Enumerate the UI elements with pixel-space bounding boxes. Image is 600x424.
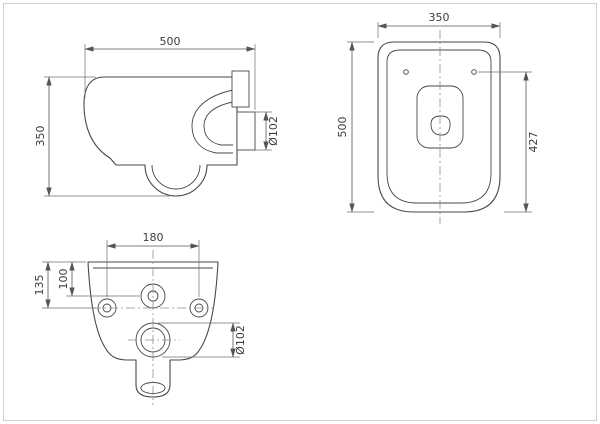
plan-view-hinge-hole-right bbox=[471, 69, 477, 75]
plan-view-water-spot bbox=[430, 115, 451, 136]
dim-label-rear-hole-spacing: 180 bbox=[143, 231, 164, 244]
rear-view: 180 135 100 Ø102 bbox=[33, 231, 247, 405]
plan-view-inner-rim bbox=[386, 49, 492, 204]
dim-label-plan-hinge-front: 427 bbox=[527, 132, 540, 153]
dim-rear-hole-spacing: 180 bbox=[106, 231, 200, 297]
side-view-flush-channel-outer bbox=[191, 89, 234, 154]
dim-label-rear-outlet: Ø102 bbox=[234, 325, 247, 355]
plan-view: 350 500 427 bbox=[336, 11, 540, 224]
side-view: 500 350 Ø102 bbox=[34, 35, 280, 197]
dim-rear-fixing-height: 135 bbox=[33, 261, 96, 309]
dim-label-side-height: 350 bbox=[34, 126, 47, 147]
dim-side-depth: 500 bbox=[84, 35, 256, 110]
plan-view-hinge-hole-left bbox=[403, 69, 409, 75]
dim-plan-width: 350 bbox=[377, 11, 501, 38]
page-border bbox=[3, 3, 597, 421]
dim-side-outlet-diameter: Ø102 bbox=[255, 111, 280, 151]
dim-label-plan-length: 500 bbox=[336, 117, 349, 138]
side-view-flush-channel-inner bbox=[203, 101, 234, 146]
dim-label-plan-width: 350 bbox=[429, 11, 450, 24]
dim-plan-hinge-front: 427 bbox=[478, 71, 540, 213]
dim-rear-inlet-height: 100 bbox=[57, 261, 140, 297]
dim-label-side-depth: 500 bbox=[160, 35, 181, 48]
dim-label-side-outlet: Ø102 bbox=[267, 116, 280, 146]
dim-rear-outlet-diameter: Ø102 bbox=[158, 322, 247, 358]
side-view-trap-inner-arc bbox=[151, 164, 201, 190]
side-view-outlet-connector bbox=[236, 111, 256, 151]
dim-side-height: 350 bbox=[34, 76, 170, 197]
side-view-inlet-connector bbox=[231, 70, 250, 108]
dim-plan-length: 500 bbox=[336, 41, 374, 213]
dim-label-rear-inlet-height: 100 bbox=[57, 269, 70, 290]
dim-label-rear-fixing-height: 135 bbox=[33, 275, 46, 296]
side-view-outline bbox=[83, 76, 238, 197]
